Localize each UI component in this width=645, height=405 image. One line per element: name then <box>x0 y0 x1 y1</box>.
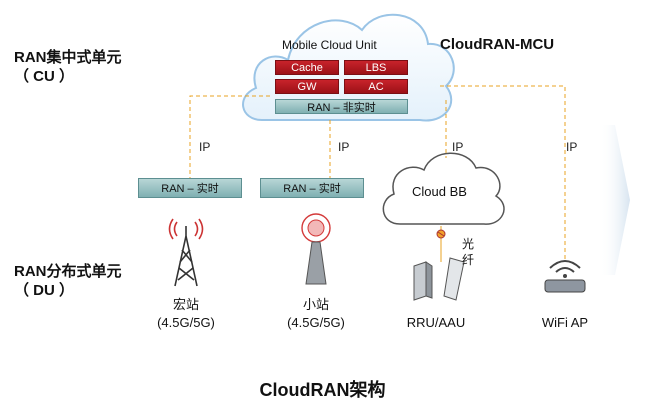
mcu-title: CloudRAN-MCU <box>440 36 555 53</box>
diagram-title: CloudRAN架构 <box>259 380 386 400</box>
gw-module: GW <box>275 79 339 94</box>
macro-tower-icon <box>168 218 204 287</box>
fiber-label: 光 纤 <box>462 236 474 268</box>
wifi-ap-icon <box>544 260 586 293</box>
macro-caption-line1: 宏站 <box>172 297 199 312</box>
du-label: RAN分布式单元 （ DU ） <box>14 262 122 300</box>
ran-non-realtime-box: RAN – 非实时 <box>275 99 408 114</box>
cloud-bb-label: Cloud BB <box>412 184 467 199</box>
small-cell-icon <box>301 213 331 285</box>
mobile-cloud-unit-title: Mobile Cloud Unit <box>282 38 377 52</box>
du-label-line1: RAN分布式单元 <box>14 263 122 280</box>
small-caption-line2: (4.5G/5G) <box>287 315 345 330</box>
macro-caption-line2: (4.5G/5G) <box>157 315 215 330</box>
rru-caption: RRU/AAU <box>406 315 466 330</box>
macro-caption: 宏站 (4.5G/5G) <box>146 296 226 332</box>
cu-label-line1: RAN集中式单元 <box>14 49 122 66</box>
ip-links <box>189 85 566 262</box>
ac-module: AC <box>344 79 408 94</box>
ran-realtime-box-macro: RAN – 实时 <box>138 178 242 198</box>
lbs-module: LBS <box>344 60 408 75</box>
fiber-char-1: 光 <box>462 237 475 251</box>
cloud-bb-shape <box>382 152 505 225</box>
wifi-caption: WiFi AP <box>541 315 589 330</box>
fiber-char-2: 纤 <box>462 253 475 267</box>
du-label-line2: （ DU ） <box>14 282 75 299</box>
cache-module: Cache <box>275 60 339 75</box>
right-arrow-backdrop <box>600 125 630 275</box>
cu-label: RAN集中式单元 （ CU ） <box>14 48 122 86</box>
small-caption-line1: 小站 <box>302 297 329 312</box>
small-caption: 小站 (4.5G/5G) <box>276 296 356 332</box>
ran-realtime-box-small: RAN – 实时 <box>260 178 364 198</box>
ip-label-macro: IP <box>199 140 211 154</box>
rru-aau-icon <box>413 257 465 301</box>
ip-label-bb: IP <box>452 140 464 154</box>
ip-label-wifi: IP <box>566 140 578 154</box>
ip-label-small: IP <box>338 140 350 154</box>
cu-label-line2: （ CU ） <box>14 68 75 85</box>
